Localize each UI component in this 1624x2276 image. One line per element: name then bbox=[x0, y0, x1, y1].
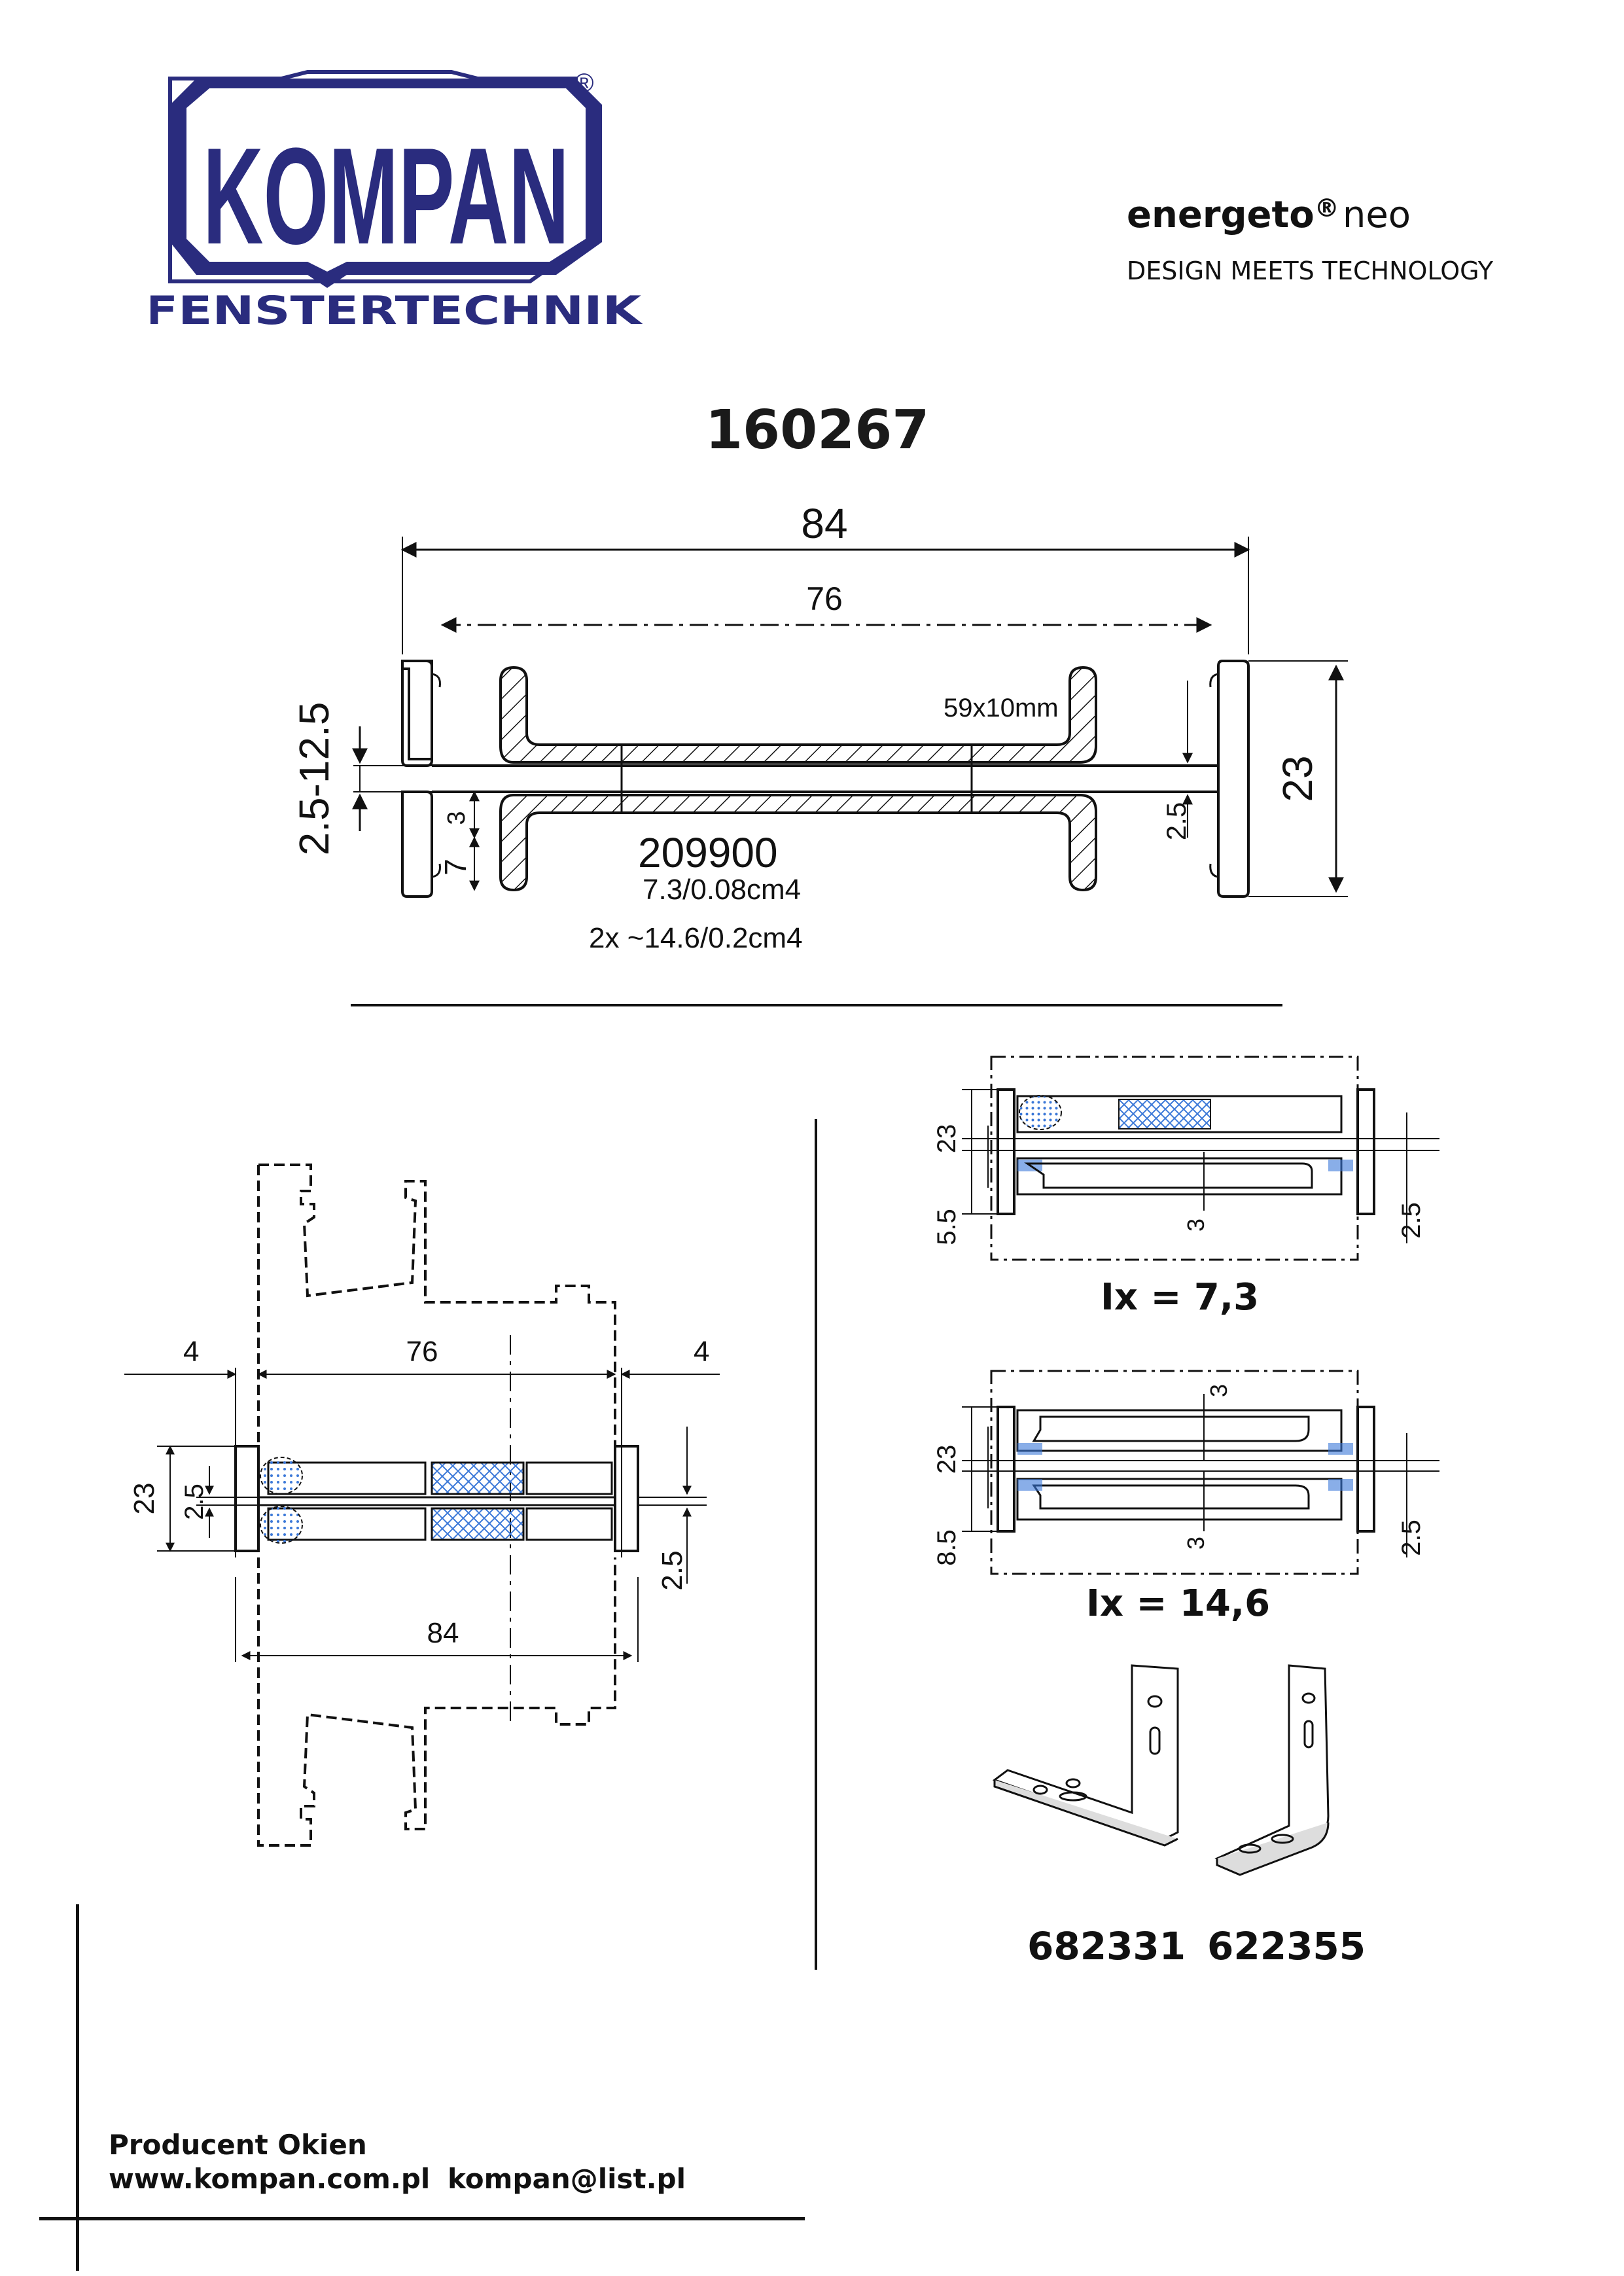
double-inertia: 2x ~14.6/0.2cm4 bbox=[589, 922, 803, 954]
top-cross-section-drawing: 84 76 59x10mm 2.5-12.5 3 7 2.5 23 209900… bbox=[291, 500, 1348, 954]
bracket-622355-illustration bbox=[1214, 1664, 1330, 1876]
dim-2.5-vertical: 2.5 bbox=[180, 1484, 209, 1520]
dim-4-right: 4 bbox=[694, 1336, 709, 1368]
dim-23-right-mid: 23 bbox=[932, 1445, 961, 1474]
reinforcement-size-label: 59x10mm bbox=[944, 694, 1059, 722]
reinforcement-inertia: 7.3/0.08cm4 bbox=[643, 874, 801, 906]
dim-76: 76 bbox=[406, 1336, 438, 1368]
bracket-682331-illustration bbox=[992, 1664, 1179, 1847]
product-registered-mark: ® bbox=[1314, 194, 1339, 222]
document-number: 160267 bbox=[705, 399, 930, 461]
dim-5.5: 5.5 bbox=[932, 1209, 961, 1245]
footer-producer: Producent Okien bbox=[109, 2129, 367, 2161]
footer-email-link[interactable]: kompan@list.pl bbox=[448, 2163, 686, 2195]
dim-gap-2.5-12.5: 2.5-12.5 bbox=[291, 702, 338, 856]
footer-website-link[interactable]: www.kompan.com.pl bbox=[109, 2163, 431, 2195]
product-brand: energeto bbox=[1127, 194, 1315, 236]
dim-4-left: 4 bbox=[183, 1336, 199, 1368]
ix-label-7-3: Ix = 7,3 bbox=[1101, 1276, 1260, 1319]
company-logo: KOMPAN ® FENSTERTECHNIK bbox=[144, 65, 661, 340]
footer-horizontal-rule bbox=[39, 2217, 805, 2220]
product-brand-line: energeto® neo bbox=[1127, 194, 1411, 236]
reinforcement-code: 209900 bbox=[638, 829, 778, 876]
dim-23-right-top: 23 bbox=[932, 1124, 961, 1154]
dim-2.5-right-left: 2.5 bbox=[656, 1550, 688, 1590]
section-divider bbox=[351, 1004, 1282, 1006]
dim-3-right-mid-bottom: 3 bbox=[1182, 1537, 1209, 1550]
logo-registered-mark: ® bbox=[574, 69, 593, 98]
dim-2.5-right-mid: 2.5 bbox=[1397, 1520, 1426, 1556]
dim-height-23: 23 bbox=[1274, 755, 1321, 802]
dim-23: 23 bbox=[128, 1483, 160, 1515]
product-variant: neo bbox=[1342, 194, 1411, 236]
dim-2.5-right: 2.5 bbox=[1161, 802, 1192, 840]
logo-word: KOMPAN bbox=[203, 119, 569, 273]
dim-3-right-top: 3 bbox=[1182, 1218, 1209, 1232]
bracket-illustrations bbox=[992, 1664, 1330, 1876]
article-682331: 682331 bbox=[1027, 1924, 1186, 1968]
vertical-divider bbox=[815, 1119, 817, 1970]
right-mid-section-drawing: 23 8.5 3 3 2.5 bbox=[932, 1370, 1439, 1575]
tagline: DESIGN MEETS TECHNOLOGY bbox=[1127, 257, 1493, 285]
dim-3-right-mid-top: 3 bbox=[1205, 1384, 1232, 1397]
dim-2.5-right-top: 2.5 bbox=[1397, 1202, 1426, 1239]
dim-overall-84: 84 bbox=[801, 500, 847, 547]
dim-8.5: 8.5 bbox=[932, 1529, 961, 1566]
dim-84: 84 bbox=[427, 1617, 459, 1649]
logo-subtitle: FENSTERTECHNIK bbox=[150, 288, 643, 334]
left-installation-drawing: 4 76 4 23 2.5 2.5 84 bbox=[124, 1164, 720, 1847]
ix-label-14-6: Ix = 14,6 bbox=[1086, 1582, 1271, 1625]
kompan-logo-graphic: KOMPAN ® FENSTERTECHNIK bbox=[144, 69, 643, 334]
footer-vertical-rule bbox=[76, 1904, 79, 2271]
article-622355: 622355 bbox=[1207, 1924, 1366, 1968]
dim-7: 7 bbox=[438, 859, 472, 876]
dim-3: 3 bbox=[443, 811, 470, 825]
dim-inner-76: 76 bbox=[806, 580, 843, 617]
right-top-section-drawing: 23 5.5 3 2.5 bbox=[932, 1056, 1439, 1261]
